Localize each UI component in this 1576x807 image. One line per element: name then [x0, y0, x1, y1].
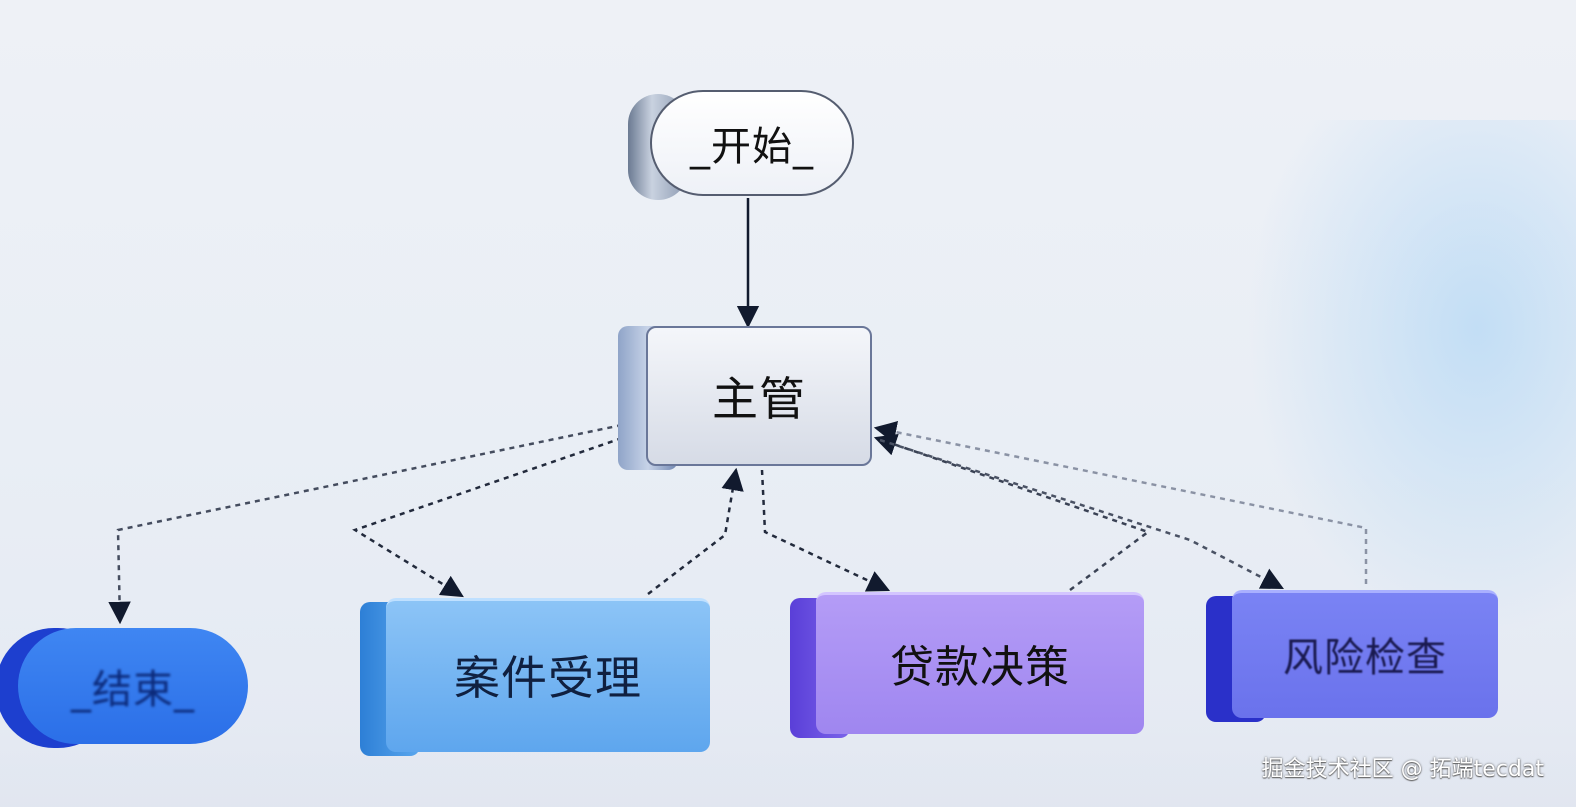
- node-end-face: [18, 628, 248, 744]
- edge-risk-supervisor: [873, 421, 1368, 584]
- edge-loan-supervisor: [873, 433, 1151, 592]
- edge-supervisor-case: [352, 436, 623, 598]
- node-loan-decision-label: 贷款决策: [890, 642, 1070, 693]
- node-supervisor-face: [646, 326, 872, 466]
- node-start-label: _开始_: [690, 124, 814, 170]
- node-risk-check[interactable]: 风险检查: [1206, 590, 1498, 722]
- floor-reflection: [0, 720, 1576, 807]
- edge-supervisor-risk: [879, 438, 1284, 590]
- node-supervisor[interactable]: 主管: [618, 326, 872, 470]
- node-loan-decision-face: [816, 592, 1144, 734]
- node-end[interactable]: _结束_: [0, 628, 248, 748]
- node-start[interactable]: _开始_: [628, 90, 854, 200]
- watermark: 掘金技术社区 @ 拓端tecdat: [1261, 757, 1544, 782]
- node-loan-decision[interactable]: 贷款决策: [790, 592, 1144, 738]
- node-risk-check-label: 风险检查: [1283, 635, 1447, 681]
- node-case-intake[interactable]: 案件受理: [360, 598, 710, 756]
- node-start-face: [650, 90, 854, 196]
- background-glow: [1246, 120, 1576, 640]
- node-risk-check-face: [1232, 590, 1498, 718]
- node-case-intake-face: [386, 598, 710, 752]
- node-supervisor-label: 主管: [712, 372, 806, 426]
- node-case-intake-label: 案件受理: [454, 651, 642, 705]
- edge-supervisor-loan: [760, 469, 891, 592]
- node-end-label: _结束_: [71, 667, 195, 713]
- edge-case-supervisor: [647, 467, 744, 595]
- edge-supervisor-end: [108, 423, 623, 625]
